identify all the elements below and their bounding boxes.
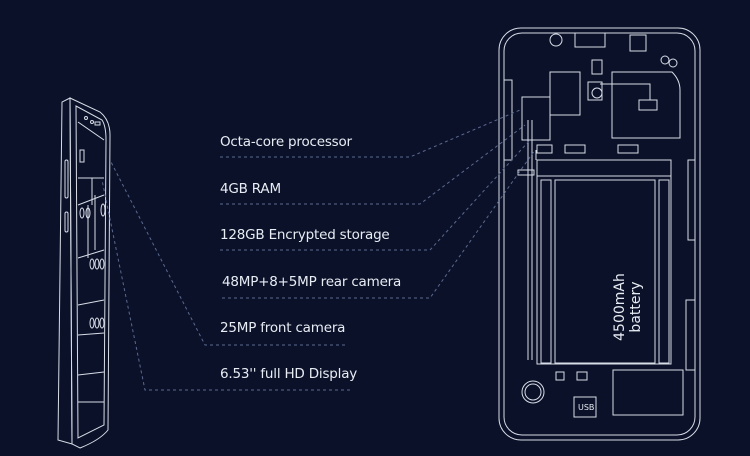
feature-processor: Octa-core processor — [220, 134, 352, 150]
feature-storage: 128GB Encrypted storage — [220, 227, 390, 243]
feature-front-camera: 25MP front camera — [220, 320, 346, 336]
battery-capacity: 4500mAh — [612, 273, 628, 341]
leader-lines — [101, 109, 536, 391]
feature-ram: 4GB RAM — [220, 181, 281, 197]
battery-label: 4500mAh battery — [612, 262, 644, 352]
internals-phone — [498, 27, 701, 441]
battery-word: battery — [628, 281, 644, 333]
side-view-phone — [57, 97, 111, 449]
feature-rear-camera: 48MP+8+5MP rear camera — [222, 274, 402, 290]
usb-port-label: USB — [578, 403, 595, 412]
feature-display: 6.53'' full HD Display — [220, 366, 358, 382]
